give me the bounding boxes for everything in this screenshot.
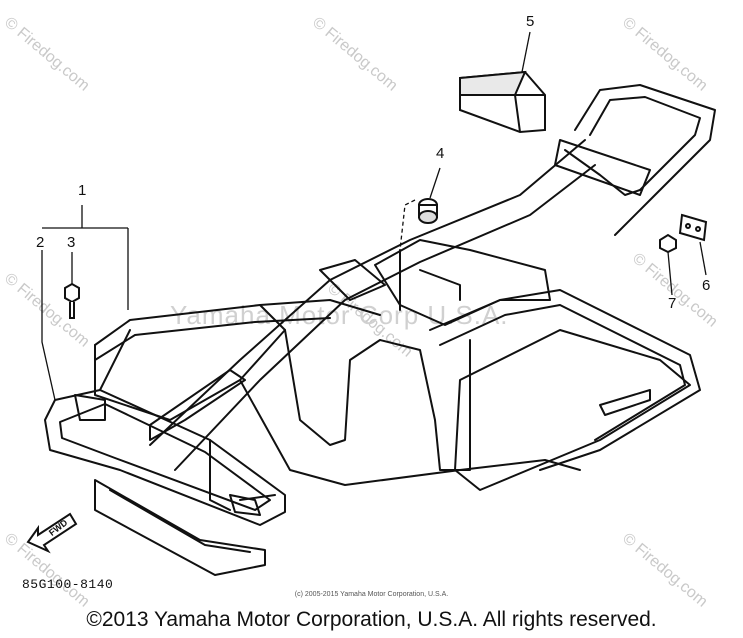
callout-6: 6 <box>702 277 711 294</box>
center-tunnel <box>284 329 471 471</box>
part-4-grommet <box>418 198 438 224</box>
front-bumper <box>44 389 286 526</box>
part-number: 85G100-8140 <box>22 577 114 592</box>
steering-post <box>149 369 246 441</box>
main-tube-lower <box>174 164 596 471</box>
callout-5: 5 <box>526 13 535 30</box>
part-6-plate <box>678 213 708 242</box>
seat-mount <box>374 239 551 326</box>
leader-6 <box>699 241 707 276</box>
footer-copyright: ©2013 Yamaha Motor Corporation, U.S.A. A… <box>86 608 657 631</box>
leader-2 <box>41 250 56 401</box>
leader-4 <box>429 167 441 199</box>
leader-1 <box>42 205 129 310</box>
part-5-cushion <box>459 70 546 134</box>
right-side-rail <box>429 289 701 471</box>
part-3-bolt <box>64 282 80 319</box>
floor-pan-right <box>454 329 691 491</box>
part-7-nut <box>659 233 677 254</box>
rear-frame-loop <box>574 84 716 236</box>
leader-7 <box>667 251 673 296</box>
callout-2: 2 <box>36 234 45 251</box>
callout-4: 4 <box>436 145 445 162</box>
callout-7: 7 <box>668 295 677 312</box>
leader-5 <box>521 31 531 73</box>
small-copyright: (c) 2005-2015 Yamaha Motor Corporation, … <box>294 591 449 598</box>
callout-3: 3 <box>67 234 76 251</box>
rear-cross-plate <box>554 139 651 196</box>
front-bumper-inner <box>59 403 271 511</box>
floor-pan-left <box>94 304 286 421</box>
fwd-arrow <box>26 512 78 554</box>
callout-1: 1 <box>78 182 87 199</box>
